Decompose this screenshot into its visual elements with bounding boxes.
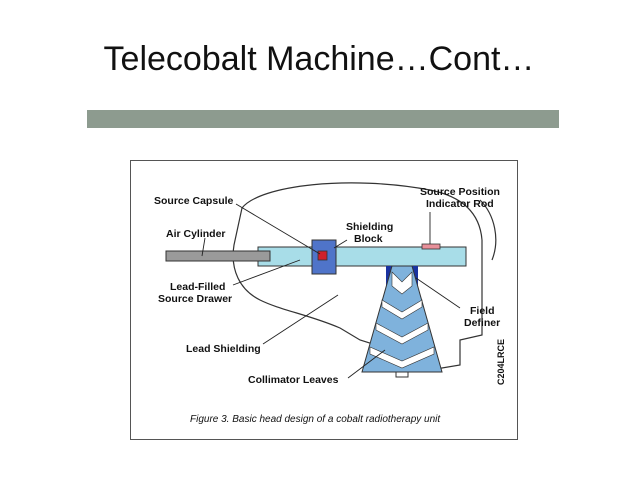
- label-shielding-block-1: Shielding: [346, 221, 393, 233]
- cobalt-head-diagram: Source Capsule Air Cylinder Shielding Bl…: [130, 160, 518, 440]
- leader-source-drawer: [232, 259, 301, 286]
- leader-collimator-leaves: [347, 349, 386, 379]
- lead-shielding-housing: [232, 182, 483, 371]
- label-field-definer-2: Definer: [464, 317, 500, 329]
- collimator-leaves: [369, 271, 435, 369]
- leader-air-cylinder: [201, 237, 206, 257]
- figure-code: C204LRCE: [496, 339, 506, 385]
- source-capsule: [317, 250, 328, 261]
- source-position-indicator-rod: [421, 243, 441, 250]
- label-source-capsule: Source Capsule: [154, 195, 234, 207]
- label-air-cylinder: Air Cylinder: [166, 228, 226, 240]
- label-lead-filled-1: Lead-Filled: [170, 281, 225, 293]
- air-cylinder: [165, 250, 271, 262]
- leader-source-capsule: [235, 203, 321, 255]
- figure-caption: Figure 3. Basic head design of a cobalt …: [190, 414, 441, 425]
- leader-lead-shielding: [262, 294, 339, 345]
- label-field-definer-1: Field: [470, 305, 495, 317]
- label-shielding-block-2: Block: [354, 233, 383, 245]
- title-divider-bar: [87, 110, 559, 128]
- label-source-position-2: Indicator Rod: [426, 198, 494, 210]
- leader-lines: [201, 203, 461, 379]
- leader-field-definer: [415, 277, 461, 309]
- collimator-leaf-3: [369, 346, 435, 369]
- collimator-cap: [395, 371, 409, 378]
- slide-title: Telecobalt Machine…Cont…: [103, 40, 535, 78]
- label-source-position-1: Source Position: [420, 186, 500, 198]
- leader-shielding-block: [333, 239, 348, 249]
- housing-outline-right: [479, 199, 497, 261]
- diagram-svg: Source Capsule Air Cylinder Shielding Bl…: [130, 160, 518, 440]
- collimator-leaf-2: [375, 322, 429, 345]
- label-lead-filled-2: Source Drawer: [158, 293, 232, 305]
- label-collimator-leaves: Collimator Leaves: [248, 374, 339, 386]
- lead-filled-source-drawer: [257, 246, 467, 267]
- label-lead-shielding: Lead Shielding: [186, 343, 261, 355]
- figure-frame: [130, 160, 518, 440]
- collimator-leaf-top: [391, 271, 413, 295]
- collimator-leaf-1: [381, 299, 423, 320]
